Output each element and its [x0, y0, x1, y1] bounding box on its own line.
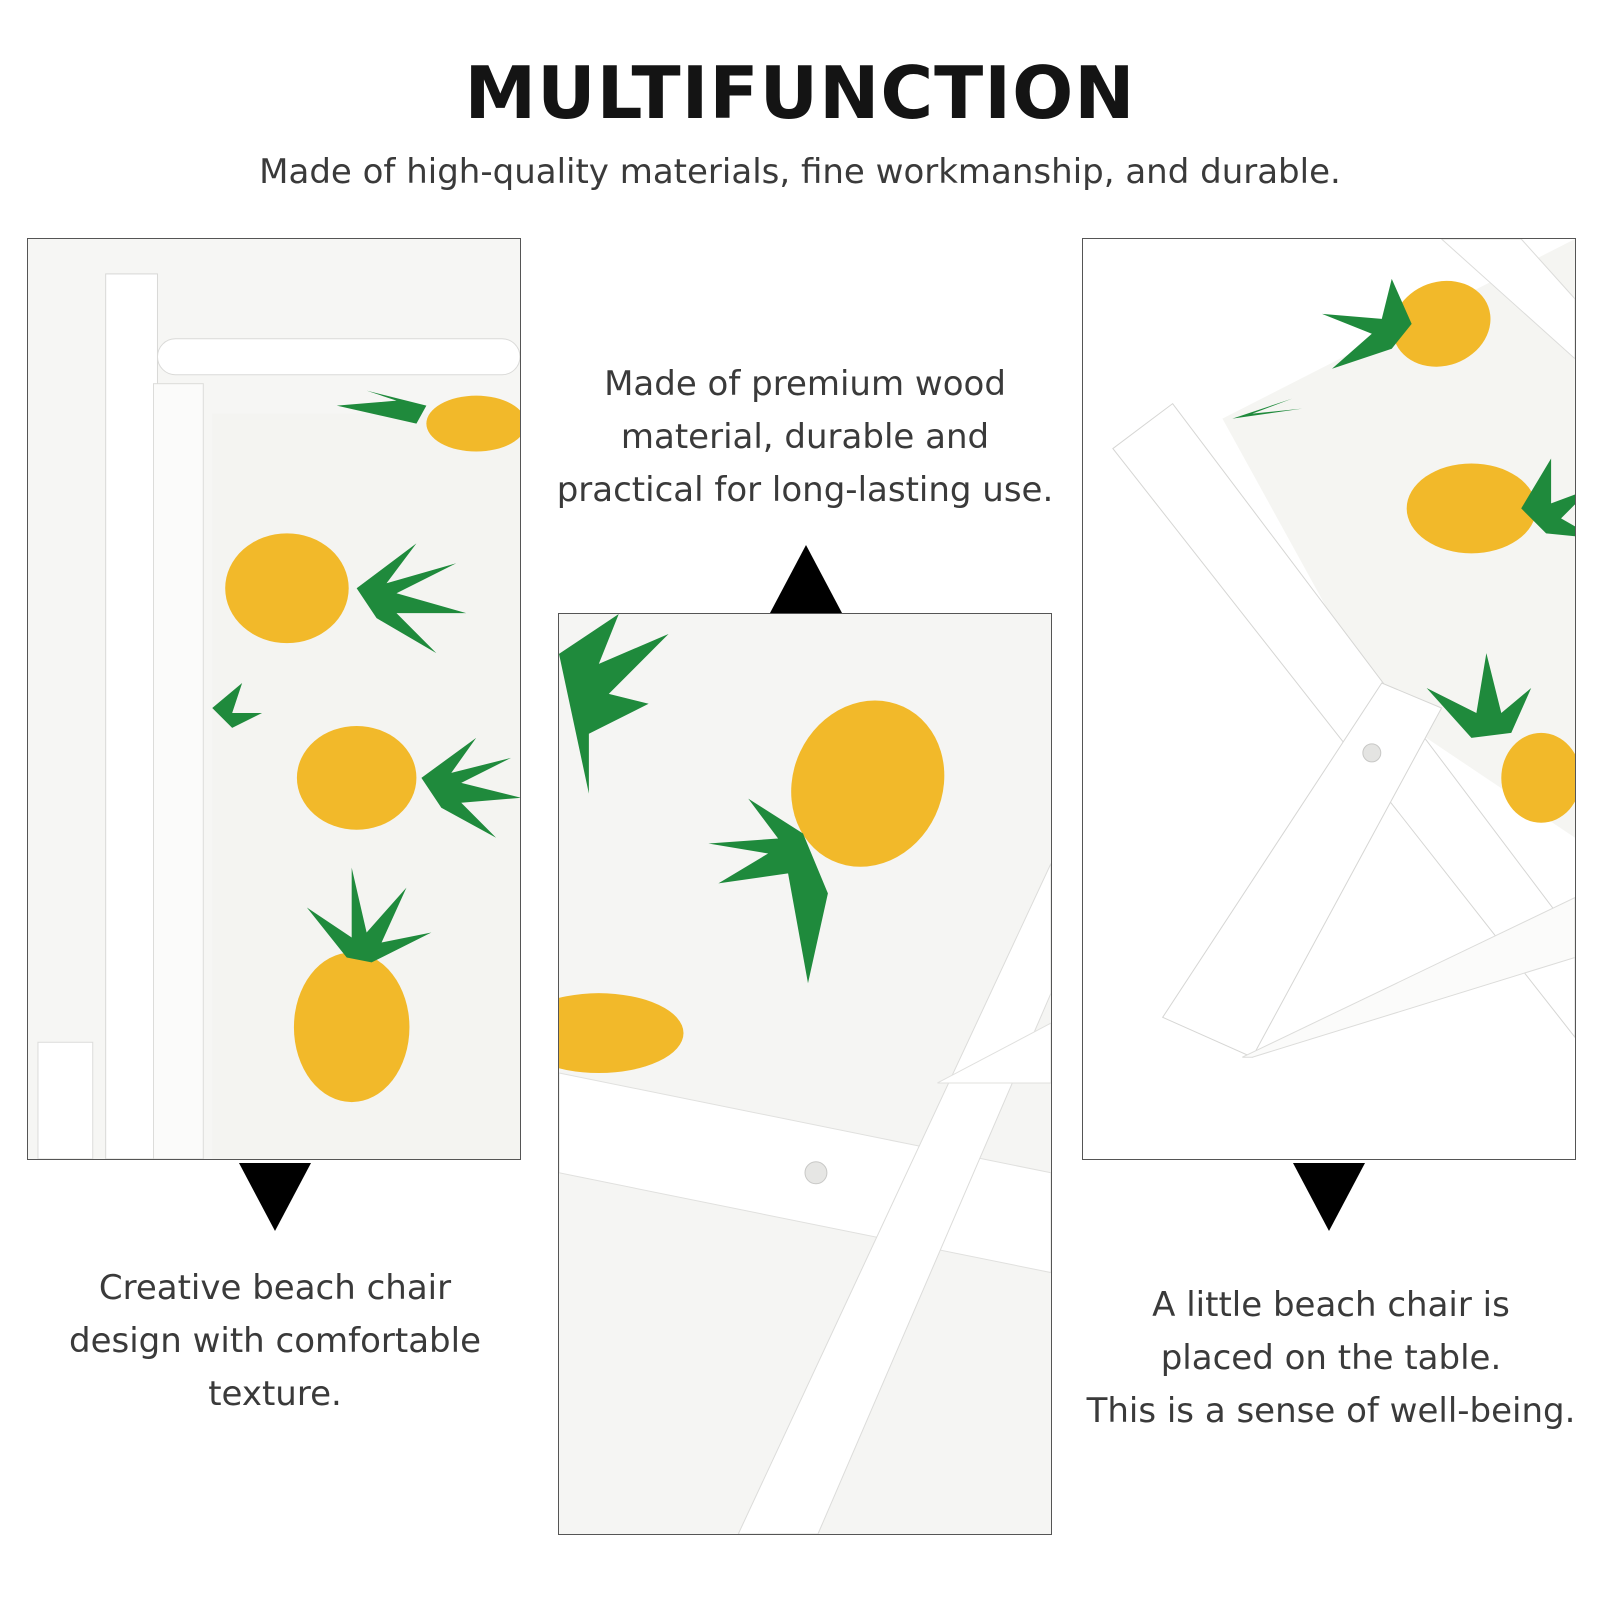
- chair-side-illustration: [1083, 239, 1575, 1159]
- arrow-up-icon: [770, 545, 842, 613]
- page-title: MULTIFUNCTION: [464, 51, 1136, 135]
- page-subtitle: Made of high-quality materials, fine wor…: [259, 152, 1341, 192]
- photo-chair-front: [27, 238, 521, 1160]
- caption-center: Made of premium wood material, durable a…: [556, 364, 1054, 510]
- chair-front-illustration: [28, 239, 520, 1159]
- photo-fabric-closeup: [558, 613, 1052, 1535]
- caption-left: Creative beach chair design with comfort…: [68, 1268, 482, 1414]
- side-pineapple-pattern: [1232, 278, 1575, 823]
- arrow-down-icon: [239, 1163, 311, 1231]
- arrow-down-icon: [1293, 1163, 1365, 1231]
- pineapple-pattern: [212, 390, 520, 1103]
- photo-chair-side: [1082, 238, 1576, 1160]
- closeup-pineapple-pattern: [559, 614, 945, 1073]
- caption-right: A little beach chair is placed on the ta…: [1086, 1285, 1576, 1431]
- fabric-closeup-illustration: [559, 614, 1051, 1534]
